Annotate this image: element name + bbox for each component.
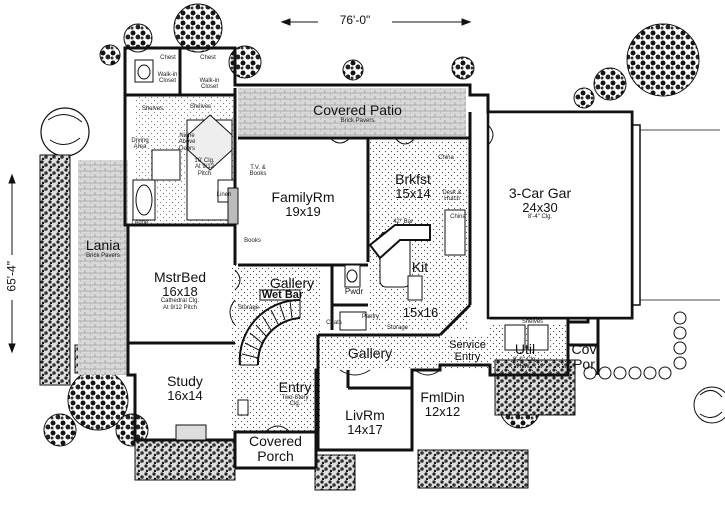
room-note: Brick Pavers [86, 252, 120, 259]
room-size: 19x19 [285, 203, 321, 219]
room-name: Lania [85, 237, 121, 253]
room-note: 9'-0" Clg. [512, 356, 538, 363]
overall-depth-dimension: 65'-4" [4, 261, 19, 292]
drying-area-note: Drying Area [131, 138, 149, 151]
doors [229, 124, 494, 433]
garage-area [486, 110, 720, 320]
room-size: 15x14 [395, 185, 431, 201]
kitchen-label: Kit [400, 260, 440, 275]
room-name: Kit [411, 259, 429, 275]
chest-note: Chest [160, 55, 176, 61]
coats-note: Coats [326, 320, 342, 326]
walk-in-closet-note: Walk-in Closet [157, 72, 178, 85]
line: Service [449, 339, 486, 351]
master-bedroom-label: MstrBed 16x18 Cathedral Clg. At 9/12 Pit… [145, 270, 215, 311]
bar-note: 42" Bar [393, 219, 413, 225]
service-entry-label: Service Entry [445, 339, 490, 363]
line: Entry [454, 350, 481, 363]
storage-note: Storage [237, 305, 259, 311]
ceiling-note: 10' Clg. At 9/12 Pitch [194, 158, 215, 177]
walls [123, 46, 634, 470]
books-note: Books [244, 238, 261, 244]
room-note: Clg. [289, 400, 301, 407]
niche-note: Niche Above Doors [178, 133, 196, 152]
upper-gallery-label: Gallery [269, 275, 315, 291]
living-room-label: LivRm 14x17 [340, 408, 390, 436]
room-note: Brick Pavers [340, 117, 375, 124]
main-gallery-label: Gallery [347, 345, 393, 361]
walk-in-closet-note: Walk-in Closet [199, 78, 220, 91]
room-note: Two-Story [281, 394, 309, 401]
room-name: MstrBed [153, 269, 207, 285]
fixtures [132, 59, 549, 441]
room-size: 16x18 [162, 283, 198, 299]
chest-note: Chest [200, 55, 216, 61]
landscaping [39, 3, 725, 491]
formal-dining-label: FmlDin 12x12 [415, 390, 470, 418]
breakfast-label: Brkfst 15x14 [388, 172, 438, 200]
entry-label: Entry Two-Story Clg. [270, 380, 320, 407]
line: Porch [257, 447, 294, 464]
dimension-lines [8, 18, 472, 354]
pantry-note: Pantry [361, 314, 380, 320]
room-name: FamilyRm [271, 189, 335, 205]
room-name: Util [514, 341, 536, 357]
staircase [238, 298, 301, 366]
room-name: LivRm [345, 407, 385, 423]
powder-room-label: Pwdr [344, 287, 364, 296]
room-name: 3-Car Gar [508, 185, 572, 201]
room-note: At 9/12 Pitch [162, 304, 198, 311]
line: Por [573, 355, 595, 372]
kitchen-bar [368, 224, 431, 260]
line: Covered [249, 433, 302, 449]
tv-books-note: T.V. & Books [249, 165, 267, 178]
shelves-note: Shelves [521, 319, 544, 325]
room-name: FmlDin [420, 389, 465, 405]
line: Cov [571, 341, 597, 357]
room-size: 14x17 [347, 421, 383, 437]
linen-note: Linen [216, 192, 232, 198]
family-room-label: FamilyRm 19x19 [268, 190, 338, 218]
lania-label: Lania Brick Pavers [78, 238, 128, 259]
overall-width-dimension: 76'-0" [339, 13, 371, 27]
room-size: 12x12 [424, 403, 461, 419]
room-note: 8'-4" Clg. [527, 214, 553, 221]
room-name: Brkfst [395, 171, 431, 187]
ledge-note: Ledge [131, 220, 149, 226]
shelves-note: Shelves [189, 104, 212, 110]
covered-porch-label: Covered Porch [243, 434, 308, 463]
wet-bar-label: Wet Bar [261, 289, 304, 301]
shelves-note: Shelves [141, 106, 164, 112]
room-name: Covered Patio [313, 102, 402, 118]
room-note: Cathedral Clg. [160, 298, 200, 305]
room-size: 16x14 [167, 387, 203, 403]
covered-patio-label: Covered Patio Brick Pavers [300, 103, 415, 124]
kitchen-size: 15x16 [402, 305, 439, 320]
study-label: Study 16x14 [160, 374, 210, 402]
room-name: Study [167, 373, 203, 389]
china-note: China [438, 155, 454, 161]
utility-label: Util 9'-0" Clg. [505, 342, 545, 363]
china-note: China [450, 214, 466, 220]
hw-note: HW [519, 364, 530, 370]
room-name: Entry [278, 379, 312, 395]
desk-hutch-note: Desk & Hutch [442, 190, 462, 203]
room-size: 24x30 [522, 199, 558, 215]
storage-note: Storage [386, 325, 408, 331]
garage-label: 3-Car Gar 24x30 8'-4" Clg. [505, 186, 575, 221]
covered-porch-side-label: Cov Por [568, 342, 600, 371]
